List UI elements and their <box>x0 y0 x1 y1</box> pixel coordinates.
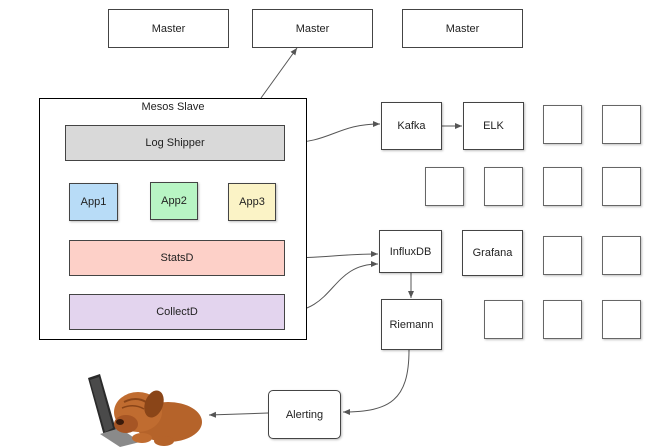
collectd-label: CollectD <box>156 306 198 318</box>
collectd-box: CollectD <box>69 294 285 330</box>
empty-node <box>602 167 641 206</box>
influxdb-box: InfluxDB <box>379 230 442 273</box>
master-label-2: Master <box>295 22 330 35</box>
master-box-1: Master <box>108 9 229 48</box>
empty-node <box>425 167 464 206</box>
dog-with-laptop-illustration <box>88 374 202 447</box>
master-box-3: Master <box>402 9 523 48</box>
app2-label: App2 <box>161 195 187 207</box>
elk-label: ELK <box>483 120 504 132</box>
app1-box: App1 <box>69 183 118 221</box>
empty-node <box>543 105 582 144</box>
kafka-label: Kafka <box>397 120 426 132</box>
app3-label: App3 <box>239 196 265 208</box>
empty-node <box>484 167 523 206</box>
arrow-riemann-to-alerting <box>342 349 410 415</box>
grafana-label: Grafana <box>472 247 513 259</box>
empty-node <box>602 236 641 275</box>
riemann-label: Riemann <box>389 318 434 331</box>
app1-label: App1 <box>80 196 107 208</box>
statsd-label: StatsD <box>160 252 194 264</box>
master-box-2: Master <box>252 9 373 48</box>
riemann-box: Riemann <box>381 299 442 350</box>
empty-node <box>602 300 641 339</box>
kafka-box: Kafka <box>381 102 442 150</box>
empty-node <box>543 236 582 275</box>
alerting-box: Alerting <box>268 390 341 439</box>
app3-box: App3 <box>228 183 276 221</box>
empty-node <box>543 167 582 206</box>
grafana-box: Grafana <box>462 230 523 276</box>
arrow-alerting-to-illustration <box>208 411 269 418</box>
master-label-1: Master <box>151 22 186 35</box>
mesos-slave-title: Mesos Slave <box>141 101 205 113</box>
master-label-3: Master <box>445 22 480 35</box>
arrow-slave-to-master <box>260 47 298 99</box>
log-shipper-box: Log Shipper <box>65 125 285 161</box>
empty-node <box>484 300 523 339</box>
empty-node <box>543 300 582 339</box>
log-shipper-label: Log Shipper <box>145 137 205 149</box>
alerting-label: Alerting <box>285 408 324 421</box>
app2-box: App2 <box>150 182 198 220</box>
empty-node <box>602 105 641 144</box>
influxdb-label: InfluxDB <box>389 245 432 258</box>
statsd-box: StatsD <box>69 240 285 276</box>
elk-box: ELK <box>463 102 524 150</box>
